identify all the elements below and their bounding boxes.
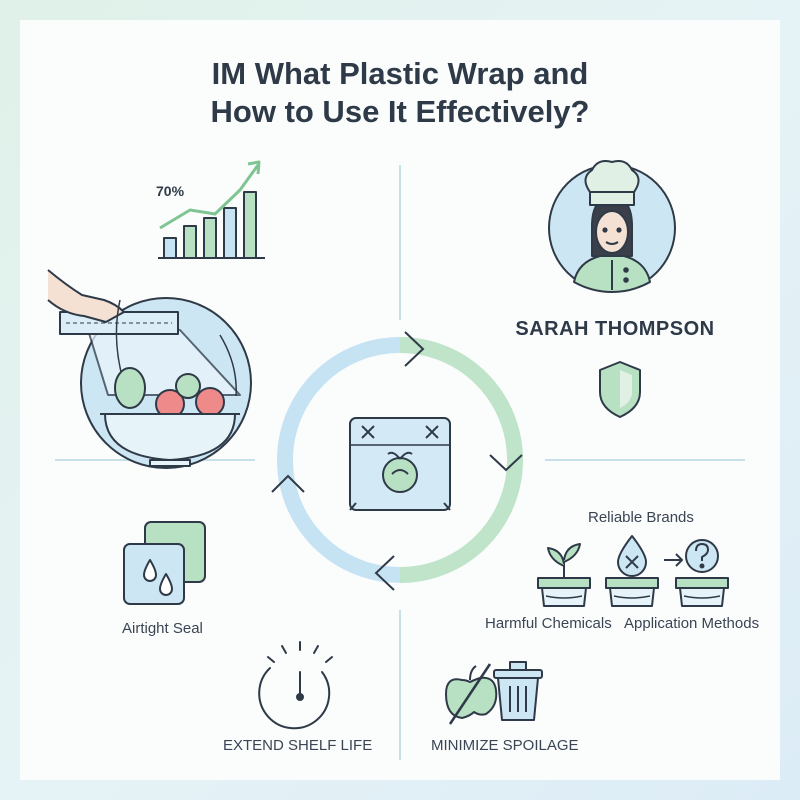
question-container-icon bbox=[664, 539, 729, 607]
label-reliable-brands: Reliable Brands bbox=[588, 509, 694, 526]
label-harmful-chemicals: Harmful Chemicals bbox=[485, 615, 612, 632]
stat-value: 70% bbox=[156, 183, 185, 199]
droplet-seal-icon bbox=[123, 521, 206, 605]
shield-icon bbox=[599, 361, 641, 418]
page-title: IM What Plastic Wrap and How to Use It E… bbox=[0, 55, 800, 131]
timer-icon bbox=[258, 641, 333, 730]
chef-avatar bbox=[548, 160, 676, 293]
title-line-1: IM What Plastic Wrap and bbox=[211, 56, 589, 91]
label-application-methods: Application Methods bbox=[624, 615, 760, 632]
plant-container-icon bbox=[537, 543, 591, 607]
cycle-icon bbox=[271, 331, 523, 591]
wrapped-bowl-icon bbox=[47, 269, 252, 469]
wrapped-apple-icon bbox=[349, 417, 451, 511]
chemical-drop-icon bbox=[605, 535, 659, 607]
label-airtight-seal: Airtight Seal bbox=[122, 620, 203, 637]
label-extend-shelf-life: EXTEND SHELF LIFE bbox=[223, 737, 373, 754]
growth-chart-icon bbox=[158, 160, 265, 259]
title-line-2: How to Use It Effectively? bbox=[210, 94, 590, 129]
label-minimize-spoilage: MINIMIZE SPOILAGE bbox=[431, 737, 579, 754]
no-waste-icon bbox=[445, 661, 543, 725]
person-name: SARAH THOMPSON bbox=[515, 318, 715, 340]
